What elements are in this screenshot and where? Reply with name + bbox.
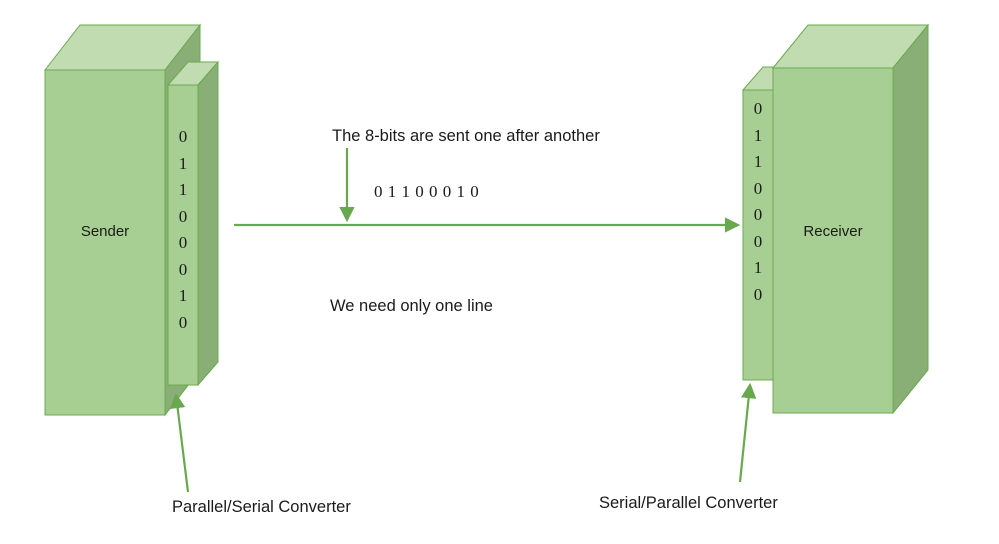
sender-bit-2: 1 xyxy=(178,180,188,199)
receiver-converter-bar-3d xyxy=(741,66,795,381)
sender-box-front-face xyxy=(44,69,166,416)
sender-bit-4: 0 xyxy=(178,233,188,252)
sender-converter-side-face xyxy=(197,60,219,387)
receiver-box-front-face xyxy=(772,67,894,414)
receiver-bit-4: 0 xyxy=(753,205,763,224)
sender-bit-5: 0 xyxy=(178,259,188,279)
sent-note-text: The 8-bits are sent one after another xyxy=(332,127,600,145)
receiver-bit-7: 0 xyxy=(753,284,763,304)
receiver-bit-5: 0 xyxy=(753,231,763,251)
sender-converter-pointer-arrow xyxy=(169,392,190,493)
sender-converter-bar-3d xyxy=(166,60,220,387)
receiver-label: Receiver xyxy=(803,223,863,240)
parallel-serial-converter-caption: Parallel/Serial Converter xyxy=(172,498,351,516)
receiver-bit-1: 1 xyxy=(753,125,763,145)
serial-parallel-converter-caption: Serial/Parallel Converter xyxy=(599,494,778,512)
receiver-bit-3: 0 xyxy=(753,178,763,198)
serial-bitstream-text: 0 1 1 0 0 0 1 0 xyxy=(374,182,480,201)
receiver-box-side-face xyxy=(892,23,929,415)
receiver-converter-front-face xyxy=(742,89,774,381)
sender-bit-3: 0 xyxy=(178,206,188,226)
receiver-bit-0: 0 xyxy=(753,99,763,118)
receiver-bits-column: 0 1 1 0 0 0 1 0 xyxy=(743,96,773,308)
sender-label: Sender xyxy=(80,223,130,240)
sender-bit-7: 0 xyxy=(178,312,188,332)
receiver-bit-6: 1 xyxy=(753,258,763,277)
receiver-bit-2: 1 xyxy=(753,152,763,171)
sender-bit-6: 1 xyxy=(178,286,188,305)
sender-bit-0: 0 xyxy=(178,127,188,146)
one-line-note-text: We need only one line xyxy=(330,297,493,315)
sender-converter-front-face xyxy=(167,84,199,386)
sender-bit-1: 1 xyxy=(178,153,188,173)
receiver-box-3d xyxy=(771,23,930,415)
sender-bits-column: 0 1 1 0 0 0 1 0 xyxy=(168,124,198,336)
receiver-converter-pointer-arrow xyxy=(738,382,757,483)
